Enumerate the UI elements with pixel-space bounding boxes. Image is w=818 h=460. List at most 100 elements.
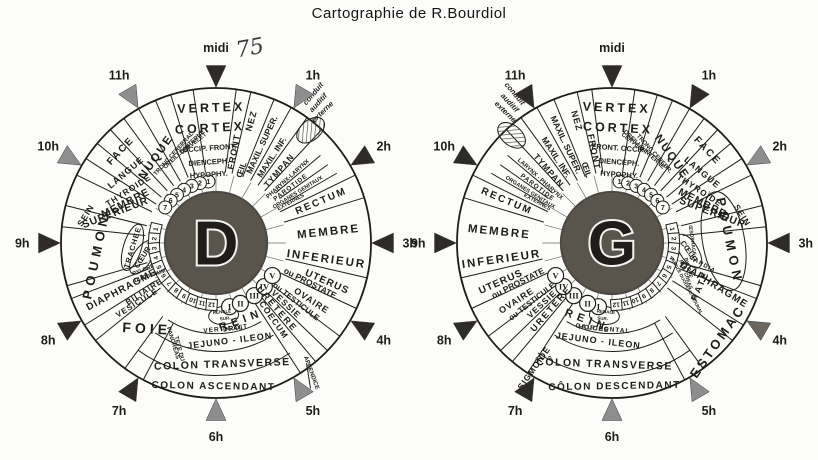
zone-number: 6 xyxy=(655,198,659,205)
roman-number: I xyxy=(228,302,232,312)
sector-line xyxy=(639,100,674,178)
sector-line xyxy=(261,297,317,363)
hour-label-10h: 10h xyxy=(37,140,59,154)
sector-line xyxy=(675,174,752,213)
sector-line xyxy=(109,129,168,192)
sector-line xyxy=(76,174,153,213)
hour-triangle-6h xyxy=(205,398,227,421)
sector-line xyxy=(507,154,553,194)
sector-line xyxy=(536,107,578,181)
sector-label: COLON ASCENDANT xyxy=(152,380,276,393)
hour-label-2h: 2h xyxy=(772,140,787,154)
sector-line xyxy=(472,174,549,213)
zone-number: 2 xyxy=(198,181,202,188)
zone-number: 6 xyxy=(160,272,168,279)
sector-line xyxy=(84,280,156,326)
inner-tick xyxy=(551,207,568,218)
sector-arc xyxy=(155,332,274,352)
hour-label-9h: 9h xyxy=(15,236,30,250)
hour-label-5h: 5h xyxy=(702,404,717,418)
sector-label: RENALE xyxy=(597,308,616,315)
conduit-auditif-hatch xyxy=(497,121,526,149)
sector-line xyxy=(666,142,732,198)
zone-number: 10 xyxy=(630,295,640,304)
sector-line xyxy=(284,197,365,223)
sector-line xyxy=(138,108,181,182)
sector-line xyxy=(622,89,636,173)
sector-line xyxy=(664,316,704,369)
zone-number: 12 xyxy=(207,300,215,308)
hour-triangle-midi xyxy=(205,65,227,88)
sector-line xyxy=(520,117,571,186)
sector-arc xyxy=(137,349,291,377)
pupil xyxy=(559,190,665,296)
sector-line xyxy=(553,99,586,178)
sector-line xyxy=(85,158,157,205)
roman-number: II xyxy=(237,298,244,308)
hour-label-6h: 6h xyxy=(605,430,620,444)
zone-number: 3 xyxy=(634,183,638,190)
hour-triangle-3h xyxy=(767,232,790,254)
sector-line xyxy=(65,205,147,227)
sector-label: VERTEX xyxy=(177,100,245,116)
inner-tick xyxy=(229,175,235,193)
sector-label: ŒSOPHAGE xyxy=(687,225,697,256)
inner-tick xyxy=(266,256,284,262)
sector-label: VERTEX xyxy=(582,100,650,116)
sector-line xyxy=(500,292,562,352)
sector-label: DIENCEPH. xyxy=(188,156,229,168)
pupil-letter-D: D xyxy=(194,210,239,279)
sector-label: PYLORE xyxy=(682,257,693,279)
sector-label: ESTOMAC xyxy=(687,302,748,381)
sector-line xyxy=(275,154,321,194)
zone-number: 1 xyxy=(153,226,161,231)
hour-triangle-2h xyxy=(746,145,772,166)
hour-triangle-10h xyxy=(452,145,478,166)
roman-number: V xyxy=(553,271,560,281)
roman-number: IV xyxy=(260,282,270,292)
sector-line xyxy=(647,108,690,182)
hour-label-8h: 8h xyxy=(437,333,452,347)
sector-label: ŒIL xyxy=(234,160,249,178)
inner-tick xyxy=(576,182,587,199)
hour-label-2h: 2h xyxy=(376,140,391,154)
zone-number: 5 xyxy=(649,192,653,199)
sector-label: VERTICAL xyxy=(203,324,244,335)
zone-number: 4 xyxy=(667,255,675,261)
hour-triangle-4h xyxy=(350,320,376,341)
sector-label: JEJUNO - ILEON xyxy=(187,330,273,350)
sector-label: FOIE xyxy=(122,319,171,338)
sector-line xyxy=(192,89,206,173)
sector-line xyxy=(170,94,196,175)
sector-label: INFERIEUR xyxy=(286,248,367,271)
hour-triangle-9h xyxy=(38,232,61,254)
sector-line xyxy=(254,302,301,374)
roman-number: III xyxy=(569,291,580,301)
sector-label: SUR- xyxy=(220,315,232,321)
sector-line xyxy=(487,285,556,337)
sector-label: INFERIEUR xyxy=(461,248,542,271)
sector-line xyxy=(671,158,743,205)
handwritten-annotation: 75 xyxy=(234,33,266,64)
pupil xyxy=(163,190,269,296)
sector-label: CÔLON TRANSVERSE xyxy=(536,355,673,373)
hour-triangle-midi xyxy=(601,65,623,88)
inner-tick xyxy=(544,256,562,262)
sector-label: SUR- xyxy=(597,315,609,321)
zone-number: 4 xyxy=(153,255,161,261)
zone-number: 6 xyxy=(660,272,668,279)
zone-number: 9 xyxy=(181,291,188,299)
hour-triangle-10h xyxy=(56,145,82,166)
poumon-outline xyxy=(700,191,747,291)
hour-triangle-4h xyxy=(746,320,772,341)
hour-label-11h: 11h xyxy=(109,69,130,83)
sector-label: OCCIP. FRONT. xyxy=(182,142,237,155)
sector-label: CORTEX xyxy=(583,119,654,137)
zone-number: 3 xyxy=(669,246,676,251)
hour-label-3h: 3h xyxy=(402,236,417,250)
roman-number-circle xyxy=(547,266,565,285)
appendice-pointer xyxy=(305,362,312,389)
zone-number: 8 xyxy=(647,286,655,294)
